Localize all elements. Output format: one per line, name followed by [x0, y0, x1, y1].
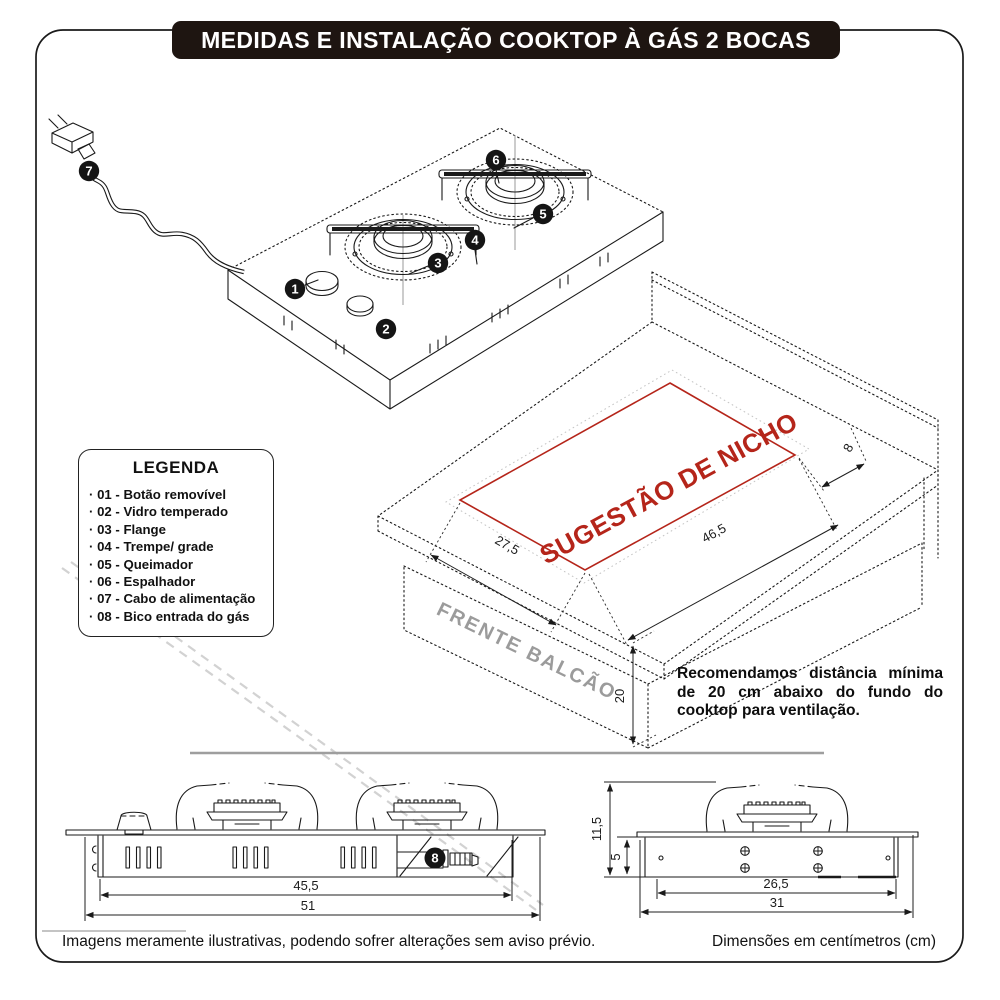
legend-item-8: 08 - Bico entrada do gás	[89, 608, 267, 625]
dim-27-5: 27,5	[493, 532, 522, 558]
dim-11-5: 11,5	[589, 817, 604, 841]
gas-inlet-fitting	[442, 849, 479, 868]
dim-31: 31	[770, 895, 784, 910]
dim-26-5: 26,5	[763, 876, 788, 891]
dim-5: 5	[608, 853, 623, 860]
callout-5: 5	[532, 203, 554, 225]
ventilation-note: Recomendamos distância mínima de 20 cm a…	[677, 665, 943, 719]
legend-item-6: 06 - Espalhador	[89, 573, 267, 590]
niche-label-text: SUGESTÃO DE NICHO	[535, 406, 803, 570]
callout-2: 2	[375, 318, 397, 340]
svg-text:1: 1	[291, 282, 298, 297]
burner-side	[705, 784, 849, 832]
dim-51: 51	[301, 898, 315, 913]
callout-4: 4	[464, 229, 486, 251]
knob-base-iso	[346, 295, 374, 317]
frente-balcao-label: FRENTE BALCÃO	[433, 598, 620, 705]
dim-20: 20	[612, 689, 627, 703]
screw	[740, 846, 750, 856]
legend-item-1: 01 - Botão removível	[89, 486, 267, 503]
niche-outer-outline	[445, 369, 810, 584]
svg-text:2: 2	[382, 322, 389, 337]
callout-6: 6	[485, 149, 507, 171]
footer-units: Dimensões em centímetros (cm)	[712, 933, 936, 950]
screw	[813, 863, 823, 873]
callout-7: 7	[78, 160, 100, 182]
legend-item-3: 03 - Flange	[89, 521, 267, 538]
cooktop-isometric-view: 1 2 3 4 5 6 7	[48, 114, 664, 410]
dim-45-5: 45,5	[293, 878, 318, 893]
front-elevation-view: 8 45,5 51	[65, 782, 546, 921]
right-burner-front	[355, 782, 499, 830]
legend-box: LEGENDA 01 - Botão removível 02 - Vidro …	[78, 449, 274, 638]
dim-46-5: 46,5	[699, 520, 728, 545]
svg-text:4: 4	[471, 233, 479, 248]
side-elevation-view: 11,5 5 26,5 31	[589, 781, 919, 918]
legend-item-4: 04 - Trempe/ grade	[89, 538, 267, 555]
svg-text:7: 7	[85, 164, 92, 179]
niche-rectangle	[458, 382, 797, 571]
callout-1: 1	[284, 278, 306, 300]
knob-iso	[305, 270, 339, 297]
callout-3: 3	[427, 252, 449, 274]
vent-slots	[125, 846, 377, 869]
power-plug	[48, 114, 96, 160]
dim-8: 8	[840, 441, 857, 455]
svg-text:3: 3	[434, 256, 441, 271]
legend-list: 01 - Botão removível 02 - Vidro temperad…	[79, 486, 273, 625]
svg-text:6: 6	[492, 153, 499, 168]
svg-text:5: 5	[539, 207, 546, 222]
svg-text:8: 8	[431, 851, 438, 866]
legend-item-7: 07 - Cabo de alimentação	[89, 590, 267, 607]
legend-item-5: 05 - Queimador	[89, 556, 267, 573]
legend-item-2: 02 - Vidro temperado	[89, 503, 267, 520]
left-burner-front	[175, 782, 319, 830]
power-cable	[85, 163, 244, 272]
footer-disclaimer: Imagens meramente ilustrativas, podendo …	[62, 933, 596, 950]
callout-8: 8	[424, 847, 446, 869]
knob-front	[116, 811, 152, 835]
screw	[813, 846, 823, 856]
legend-title: LEGENDA	[132, 458, 220, 477]
screw	[740, 863, 750, 873]
page-title: MEDIDAS E INSTALAÇÃO COOKTOP À GÁS 2 BOC…	[172, 21, 840, 59]
